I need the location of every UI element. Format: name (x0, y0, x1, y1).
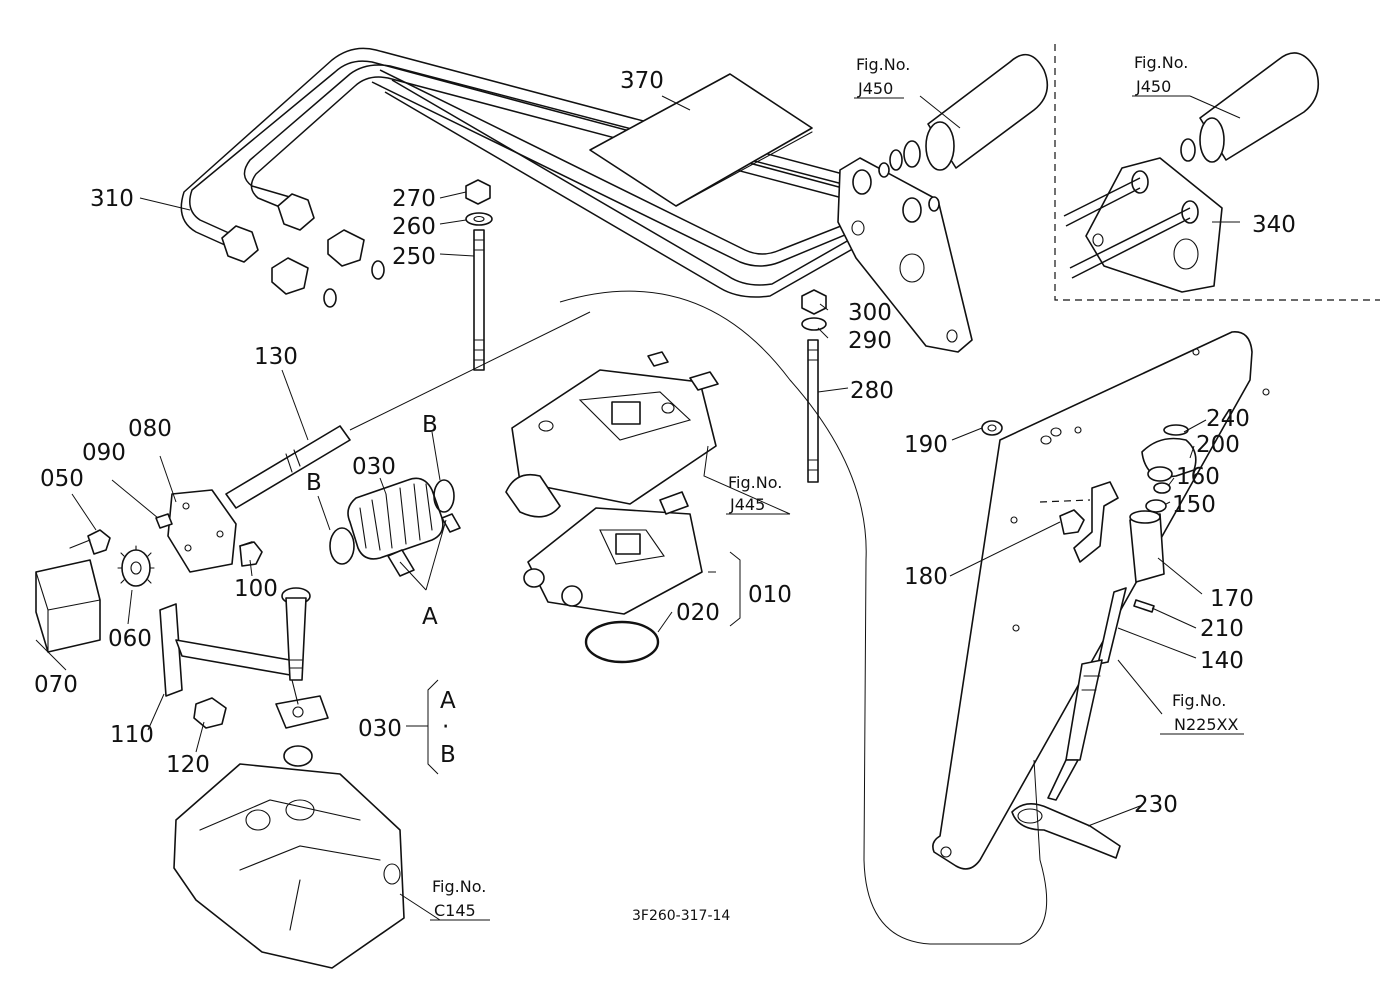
spring-160 (1153, 482, 1171, 494)
svg-text:Fig.No.: Fig.No. (432, 877, 486, 896)
callout-250: 250 (392, 244, 436, 270)
control-valve-lower (523, 491, 703, 615)
callout-260: 260 (392, 214, 436, 240)
callout-140: 140 (1200, 648, 1244, 674)
callout-030: 030 (352, 454, 396, 480)
callout-160: 160 (1176, 464, 1220, 490)
callout-190: 190 (904, 432, 948, 458)
quick-coupler-main (889, 53, 1049, 171)
coupler-mount-plate (837, 157, 973, 353)
control-rod-130 (225, 311, 591, 509)
callout-b-upper: B (422, 412, 438, 438)
svg-text:Fig.No.: Fig.No. (1134, 53, 1188, 72)
fig-ref-j445: Fig.No. J445 (726, 473, 790, 515)
callout-180: 180 (904, 564, 948, 590)
lever-rod-140 (1047, 587, 1127, 801)
svg-text:J450: J450 (1135, 77, 1171, 96)
callout-070: 070 (34, 672, 78, 698)
callout-090: 090 (82, 440, 126, 466)
valve-block-c145 (173, 745, 405, 969)
plunger-stem (281, 587, 311, 681)
callout-340: 340 (1252, 212, 1296, 238)
callout-010: 010 (748, 582, 792, 608)
callout-b-lower: B (306, 470, 322, 496)
callout-290: 290 (848, 328, 892, 354)
pipe-fittings (221, 193, 385, 308)
callout-100: 100 (234, 576, 278, 602)
bracket-180 (1039, 481, 1119, 563)
svg-text:C145: C145 (434, 901, 476, 920)
fig-ref-n225xx: Fig.No. N225XX (1160, 691, 1244, 735)
stud-bolt-280 (801, 289, 827, 483)
knob-200 (1141, 437, 1197, 482)
svg-text:N225XX: N225XX (1174, 715, 1238, 734)
bracket-110 (159, 603, 329, 729)
callout-300: 300 (848, 300, 892, 326)
o-ring-020 (584, 620, 660, 664)
bolt-190 (981, 420, 1003, 436)
switch-box-070 (35, 559, 101, 653)
callout-240: 240 (1206, 406, 1250, 432)
svg-text:J450: J450 (857, 79, 893, 98)
gear-060 (117, 545, 155, 587)
callout-210: 210 (1200, 616, 1244, 642)
callout-130: 130 (254, 344, 298, 370)
group-brackets (406, 551, 741, 775)
callout-030-key: 030 (358, 716, 402, 742)
callout-020: 020 (676, 600, 720, 626)
hydraulic-pipes (180, 47, 913, 298)
svg-text:J445: J445 (729, 495, 765, 514)
callout-labels: 370 310 270 260 250 300 290 280 340 130 … (34, 68, 1296, 818)
callout-050: 050 (40, 466, 84, 492)
svg-text:Fig.No.: Fig.No. (728, 473, 782, 492)
fig-ref-j450-inset: Fig.No. J450 (1132, 53, 1190, 97)
callout-170: 170 (1210, 586, 1254, 612)
inset-detail (1054, 44, 1380, 301)
bolt-100 (239, 541, 263, 567)
bushing-150 (1145, 499, 1167, 513)
fig-ref-c145: Fig.No. C145 (430, 877, 490, 921)
key-a: A (440, 688, 456, 714)
stud-bolt-250 (465, 179, 493, 371)
guide-tube-170 (1129, 510, 1165, 583)
callout-270: 270 (392, 186, 436, 212)
control-valve-upper (505, 351, 719, 518)
clip-240 (1163, 424, 1189, 436)
callout-110: 110 (110, 722, 154, 748)
svg-text:Fig.No.: Fig.No. (856, 55, 910, 74)
callout-230: 230 (1134, 792, 1178, 818)
rubber-boot-030 (329, 477, 461, 577)
key-b: B (440, 742, 456, 768)
drawing-code: 3F260-317-14 (632, 908, 730, 924)
bolt-120 (193, 697, 227, 729)
lever-handle-230 (1011, 803, 1121, 859)
svg-text:Fig.No.: Fig.No. (1172, 691, 1226, 710)
callout-280: 280 (850, 378, 894, 404)
callout-a: A (422, 604, 438, 630)
callout-310: 310 (90, 186, 134, 212)
callout-080: 080 (128, 416, 172, 442)
key-dot: · (442, 714, 449, 740)
fig-ref-j450-main: Fig.No. J450 (854, 55, 910, 99)
operator-manual (589, 73, 813, 207)
reference-curve (559, 290, 1048, 945)
screw-050 (69, 529, 111, 555)
callout-060: 060 (108, 626, 152, 652)
callout-370: 370 (620, 68, 664, 94)
callout-150: 150 (1172, 492, 1216, 518)
callout-200: 200 (1196, 432, 1240, 458)
figure-references: Fig.No. J450 Fig.No. J450 Fig.No. J445 F… (430, 53, 1244, 921)
mounting-panel (932, 331, 1270, 870)
leader-lines (35, 95, 1241, 921)
callout-120: 120 (166, 752, 210, 778)
pin-210 (1133, 599, 1155, 613)
